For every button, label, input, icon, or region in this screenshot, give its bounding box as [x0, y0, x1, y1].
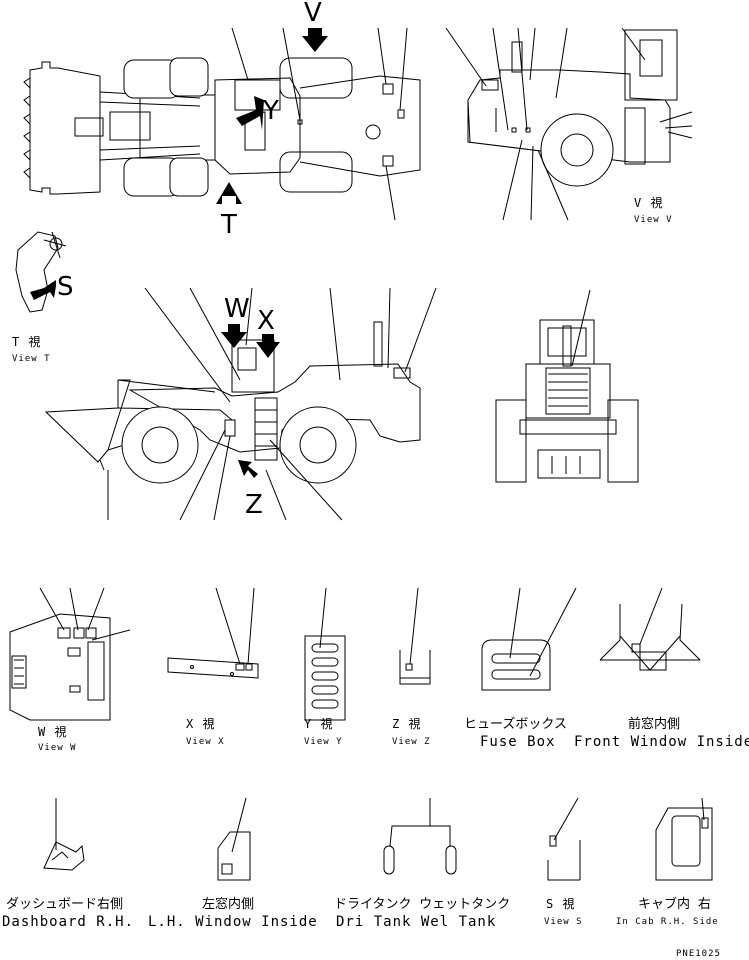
- view-y-drawing: [304, 587, 346, 721]
- front-view-loader: [495, 289, 639, 483]
- view-z-caption-jp: Z 視: [392, 717, 422, 731]
- view-t-caption-jp: T 視: [12, 335, 42, 349]
- top-view-loader: [23, 27, 421, 221]
- view-z-drawing: [399, 587, 431, 685]
- tanks-drawing: [383, 798, 457, 875]
- fuse-box-drawing: [481, 587, 577, 691]
- view-s-drawing: [547, 797, 581, 881]
- cab-rh-caption-jp: キャブ内 右: [638, 897, 711, 912]
- lh-window-caption-jp: 左窓内側: [202, 897, 255, 912]
- view-w-caption-en: View W: [38, 743, 77, 753]
- arrow-label-w: W: [224, 294, 250, 324]
- view-y-caption-jp: Y 視: [304, 717, 334, 731]
- front-window-caption-jp: 前窓内側: [628, 717, 681, 732]
- fuse-box-caption-en: Fuse Box: [480, 734, 556, 750]
- lh-window-caption-en: L.H. Window Inside: [148, 914, 318, 930]
- view-s-caption-en: View S: [544, 917, 583, 927]
- view-v-caption-en: View V: [634, 215, 673, 225]
- drawing-code: PNE1025: [676, 949, 721, 959]
- arrow-label-t: T: [221, 210, 237, 240]
- cab-rh-caption-en: In Cab R.H. Side: [616, 917, 719, 927]
- front-window-caption-en: Front Window Inside: [574, 734, 749, 750]
- side-view-loader: [44, 287, 437, 521]
- view-w-caption-jp: W 視: [38, 725, 68, 739]
- arrow-label-v: V: [304, 0, 322, 28]
- view-x-caption-jp: X 視: [186, 717, 216, 731]
- arrow-label-x: X: [257, 306, 275, 336]
- dashboard-drawing: [43, 798, 85, 871]
- lh-window-drawing: [217, 797, 251, 881]
- view-t-caption-en: View T: [12, 354, 51, 364]
- arrow-label-z: Z: [245, 490, 263, 520]
- view-v-drawing: [445, 27, 693, 221]
- arrow-label-y: Y: [263, 96, 279, 126]
- front-window-drawing: [599, 587, 701, 671]
- view-x-caption-en: View X: [186, 737, 225, 747]
- view-z-caption-en: View Z: [392, 737, 431, 747]
- tanks-caption-en: Dri Tank Wel Tank: [336, 914, 497, 930]
- dashboard-caption-jp: ダッシュボード右側: [6, 897, 124, 912]
- arrow-label-s: S: [57, 272, 74, 302]
- tanks-caption-jp: ドライタンク ウェットタンク: [334, 897, 511, 912]
- view-s-caption-jp: S 視: [546, 897, 576, 911]
- view-y-caption-en: View Y: [304, 737, 343, 747]
- view-w-drawing: [9, 587, 131, 721]
- cab-rh-drawing: [655, 797, 713, 881]
- view-v-caption-jp: V 視: [634, 196, 664, 210]
- view-x-drawing: [167, 587, 259, 679]
- dashboard-caption-en: Dashboard R.H.: [2, 914, 135, 930]
- fuse-box-caption-jp: ヒューズボックス: [464, 717, 567, 732]
